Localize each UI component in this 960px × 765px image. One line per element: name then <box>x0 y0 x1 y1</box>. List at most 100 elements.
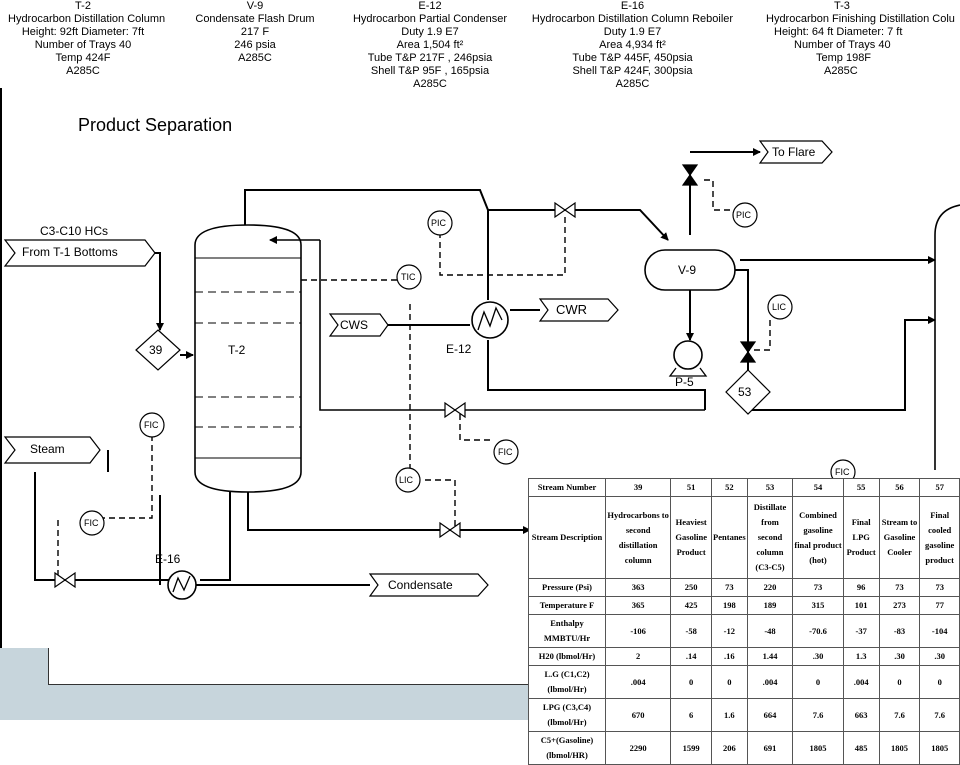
table-cell: .30 <box>878 647 921 666</box>
valve-4 <box>54 571 76 589</box>
table-cell: LPG (C3,C4) (lbmol/Hr) <box>528 698 606 732</box>
column-label: T-2 <box>228 343 246 357</box>
table-cell: C5+(Gasoline) (lbmol/HR) <box>528 731 606 765</box>
table-cell: 1805 <box>919 731 960 765</box>
header-e16-line: Hydrocarbon Distillation Column Reboiler <box>531 13 734 25</box>
table-cell: 52 <box>711 478 748 497</box>
header-t3: T-3 Hydrocarbon Finishing Distillation C… <box>762 0 960 78</box>
header-t3-line: T-3 <box>834 0 850 12</box>
condenser-e12 <box>471 301 509 339</box>
steam-loop <box>34 472 180 581</box>
cws-label: CWS <box>340 318 368 332</box>
table-cell: 664 <box>746 698 794 732</box>
header-t2-line: Hydrocarbon Distillation Column <box>8 13 166 25</box>
condenser-coil <box>477 306 503 331</box>
lic2-signal <box>748 320 771 351</box>
table-cell: -12 <box>711 614 748 648</box>
pump-p5 <box>673 340 703 370</box>
table-cell: .004 <box>604 665 672 699</box>
table-cell: Hydrocarbons to second distillation colu… <box>604 496 672 579</box>
steam-label: Steam <box>30 442 65 456</box>
header-v9: V-9 Condensate Flash Drum 217 F 246 psia… <box>195 0 315 65</box>
table-cell: -83 <box>878 614 921 648</box>
reboiler-coil <box>172 575 191 593</box>
drum-label: V-9 <box>678 263 697 277</box>
reboiler-to-column <box>200 492 231 581</box>
table-cell: -70.6 <box>792 614 844 648</box>
table-cell: Pentanes <box>711 496 748 579</box>
table-cell: 315 <box>792 596 844 615</box>
table-cell: Stream Number <box>528 478 606 497</box>
table-cell: 73 <box>919 578 960 597</box>
table-cell: 363 <box>604 578 672 597</box>
table-cell: .30 <box>919 647 960 666</box>
table-cell: 7.6 <box>878 698 921 732</box>
table-cell: 0 <box>670 665 713 699</box>
header-t2: T-2 Hydrocarbon Distillation Column Heig… <box>8 0 166 78</box>
table-cell: 54 <box>792 478 844 497</box>
table-cell: 73 <box>711 578 748 597</box>
feed-top-label: C3-C10 HCs <box>40 224 109 238</box>
table-cell: -37 <box>842 614 880 648</box>
cws-tag <box>328 313 389 337</box>
table-cell: 691 <box>746 731 794 765</box>
stream-39-diamond <box>135 329 181 371</box>
lic1-bubble <box>395 467 421 493</box>
table-cell: 485 <box>842 731 880 765</box>
cwr-tag <box>538 298 619 322</box>
valve-1 <box>554 201 576 219</box>
table-cell: 250 <box>670 578 713 597</box>
table-cell: 57 <box>919 478 960 497</box>
table-cell: Temperature F <box>528 596 606 615</box>
stream-table-grid: Stream Number 39 51 52 53 54 55 56 57 St… <box>528 478 960 765</box>
table-cell: 1.44 <box>746 647 794 666</box>
header-t2-line: A285C <box>66 65 100 77</box>
header-v9-line: V-9 <box>246 0 264 12</box>
table-cell: Combined gasoline final product (hot) <box>792 496 844 579</box>
table-cell: Stream to Gasoline Cooler <box>878 496 921 579</box>
table-cell: 0 <box>711 665 748 699</box>
table-cell: .004 <box>842 665 880 699</box>
cwr-label: CWR <box>556 302 588 317</box>
header-e12-line: Tube T&P 217F , 246psia <box>367 52 493 64</box>
header-e12: E-12 Hydrocarbon Partial Condenser Duty … <box>345 0 515 91</box>
header-e16-line: E-16 <box>620 0 645 12</box>
fic1-label: FIC <box>144 420 159 430</box>
table-cell: 1805 <box>792 731 844 765</box>
table-cell: 663 <box>842 698 880 732</box>
table-cell: H20 (lbmol/Hr) <box>528 647 606 666</box>
bottom-white-panel <box>48 648 530 685</box>
table-cell: 220 <box>746 578 794 597</box>
pic2-bubble <box>732 202 758 228</box>
pic1-signal <box>439 215 566 276</box>
page-title: Product Separation <box>78 115 233 135</box>
table-cell: L.G (C1,C2) (lbmol/Hr) <box>528 665 606 699</box>
table-cell: 1805 <box>878 731 921 765</box>
stream-53-label: 53 <box>738 385 752 399</box>
to-flare-tag <box>758 140 833 164</box>
reflux-return <box>319 240 705 411</box>
feed-tag-c3c10 <box>3 239 156 267</box>
table-row: Pressure (Psi) 363 250 73 220 73 96 73 7… <box>528 578 960 597</box>
stream-table: Stream Number 39 51 52 53 54 55 56 57 St… <box>528 478 960 765</box>
table-cell: Pressure (Psi) <box>528 578 606 597</box>
table-cell: 1599 <box>670 731 713 765</box>
table-cell: 1.3 <box>842 647 880 666</box>
table-cell: .004 <box>746 665 794 699</box>
pic2-label: PIC <box>736 210 752 220</box>
table-cell: .16 <box>711 647 748 666</box>
header-t3-line: Temp 198F <box>816 52 872 64</box>
header-e12-line: Hydrocarbon Partial Condenser <box>352 13 508 25</box>
table-row: H20 (lbmol/Hr) 2 .14 .16 1.44 .30 1.3 .3… <box>528 647 960 666</box>
table-header-row: Stream Number 39 51 52 53 54 55 56 57 <box>528 478 960 497</box>
table-cell: 7.6 <box>919 698 960 732</box>
header-v9-line: 217 F <box>240 26 270 38</box>
table-cell: Enthalpy MMBTU/Hr <box>528 614 606 648</box>
header-e16-line: A285C <box>615 78 650 90</box>
table-cell: -104 <box>919 614 960 648</box>
header-t3-line: Hydrocarbon Finishing Distillation Colu <box>766 13 955 25</box>
header-e12-line: A285C <box>413 78 447 90</box>
table-cell: 77 <box>919 596 960 615</box>
table-cell: Distillate from second column (C3-C5) <box>746 496 794 579</box>
table-cell: 0 <box>878 665 921 699</box>
